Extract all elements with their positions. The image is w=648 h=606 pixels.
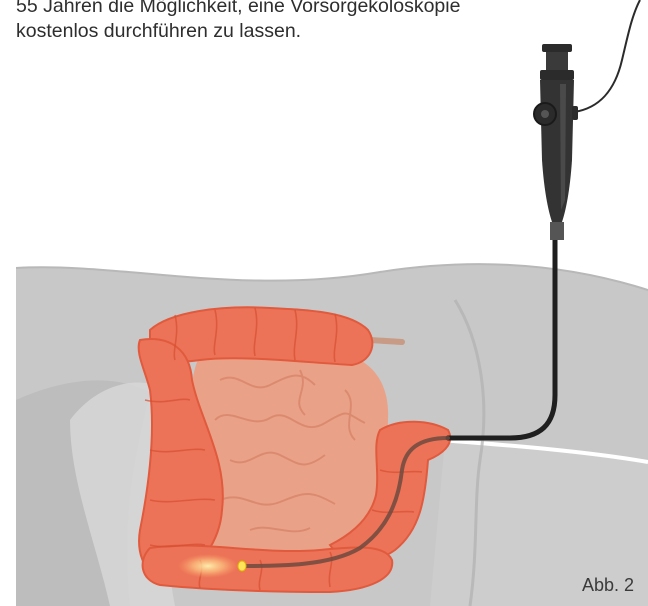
figure-label: Abb. 2 bbox=[582, 575, 634, 596]
scope-light-glow bbox=[178, 554, 238, 578]
